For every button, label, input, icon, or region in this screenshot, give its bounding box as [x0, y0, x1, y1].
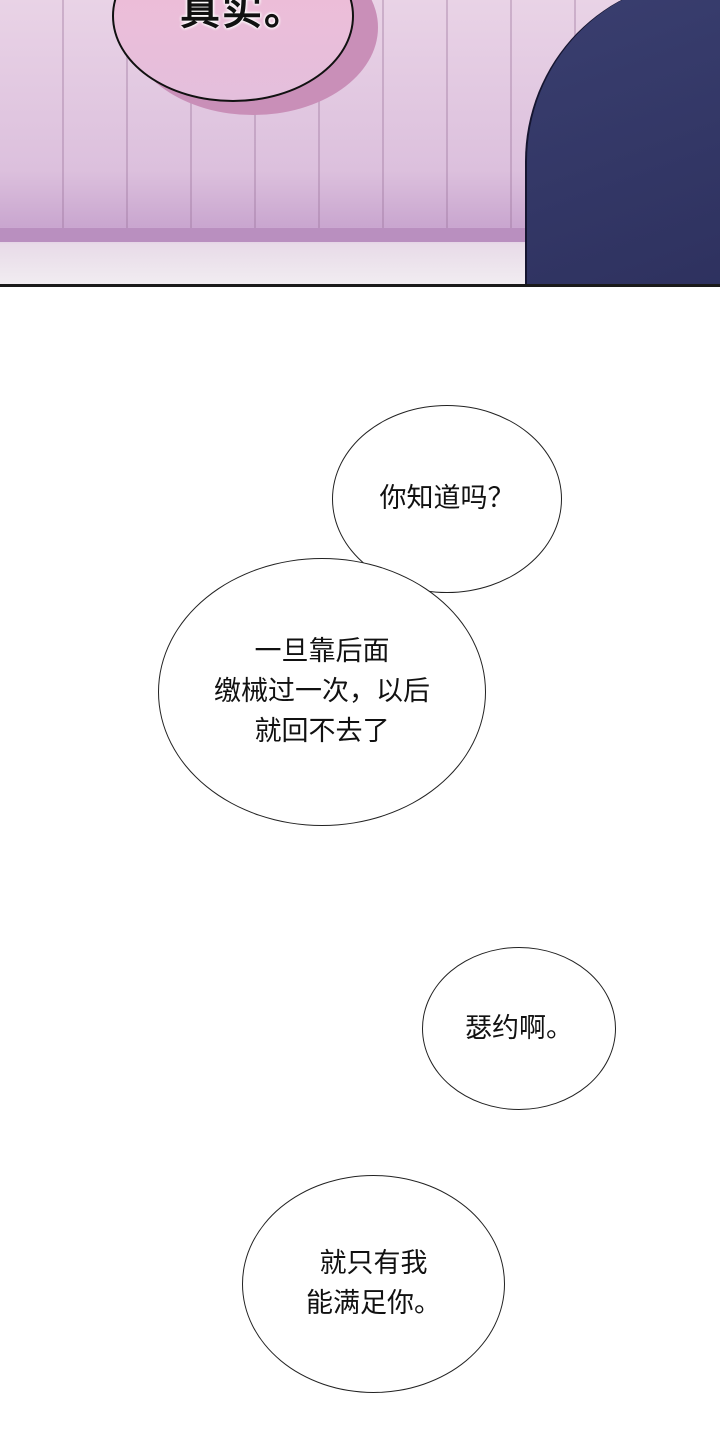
panel-border	[0, 284, 720, 287]
comic-panel: 真实。	[0, 0, 720, 284]
speech-text: 瑟约啊。	[465, 1012, 573, 1044]
speech-text: 真实。	[180, 0, 306, 34]
speech-bubble-1: 你知道吗？	[332, 405, 562, 593]
speech-text: 一旦靠后面 缴械过一次，以后 就回不去了	[214, 636, 430, 747]
speech-text: 就只有我 能满足你。	[306, 1248, 441, 1319]
speech-text: 你知道吗？	[379, 483, 515, 514]
speech-bubble-2: 一旦靠后面 缴械过一次，以后 就回不去了	[158, 558, 486, 826]
speech-bubble-4: 就只有我 能满足你。	[242, 1175, 505, 1393]
speech-bubble-3: 瑟约啊。	[422, 947, 616, 1110]
